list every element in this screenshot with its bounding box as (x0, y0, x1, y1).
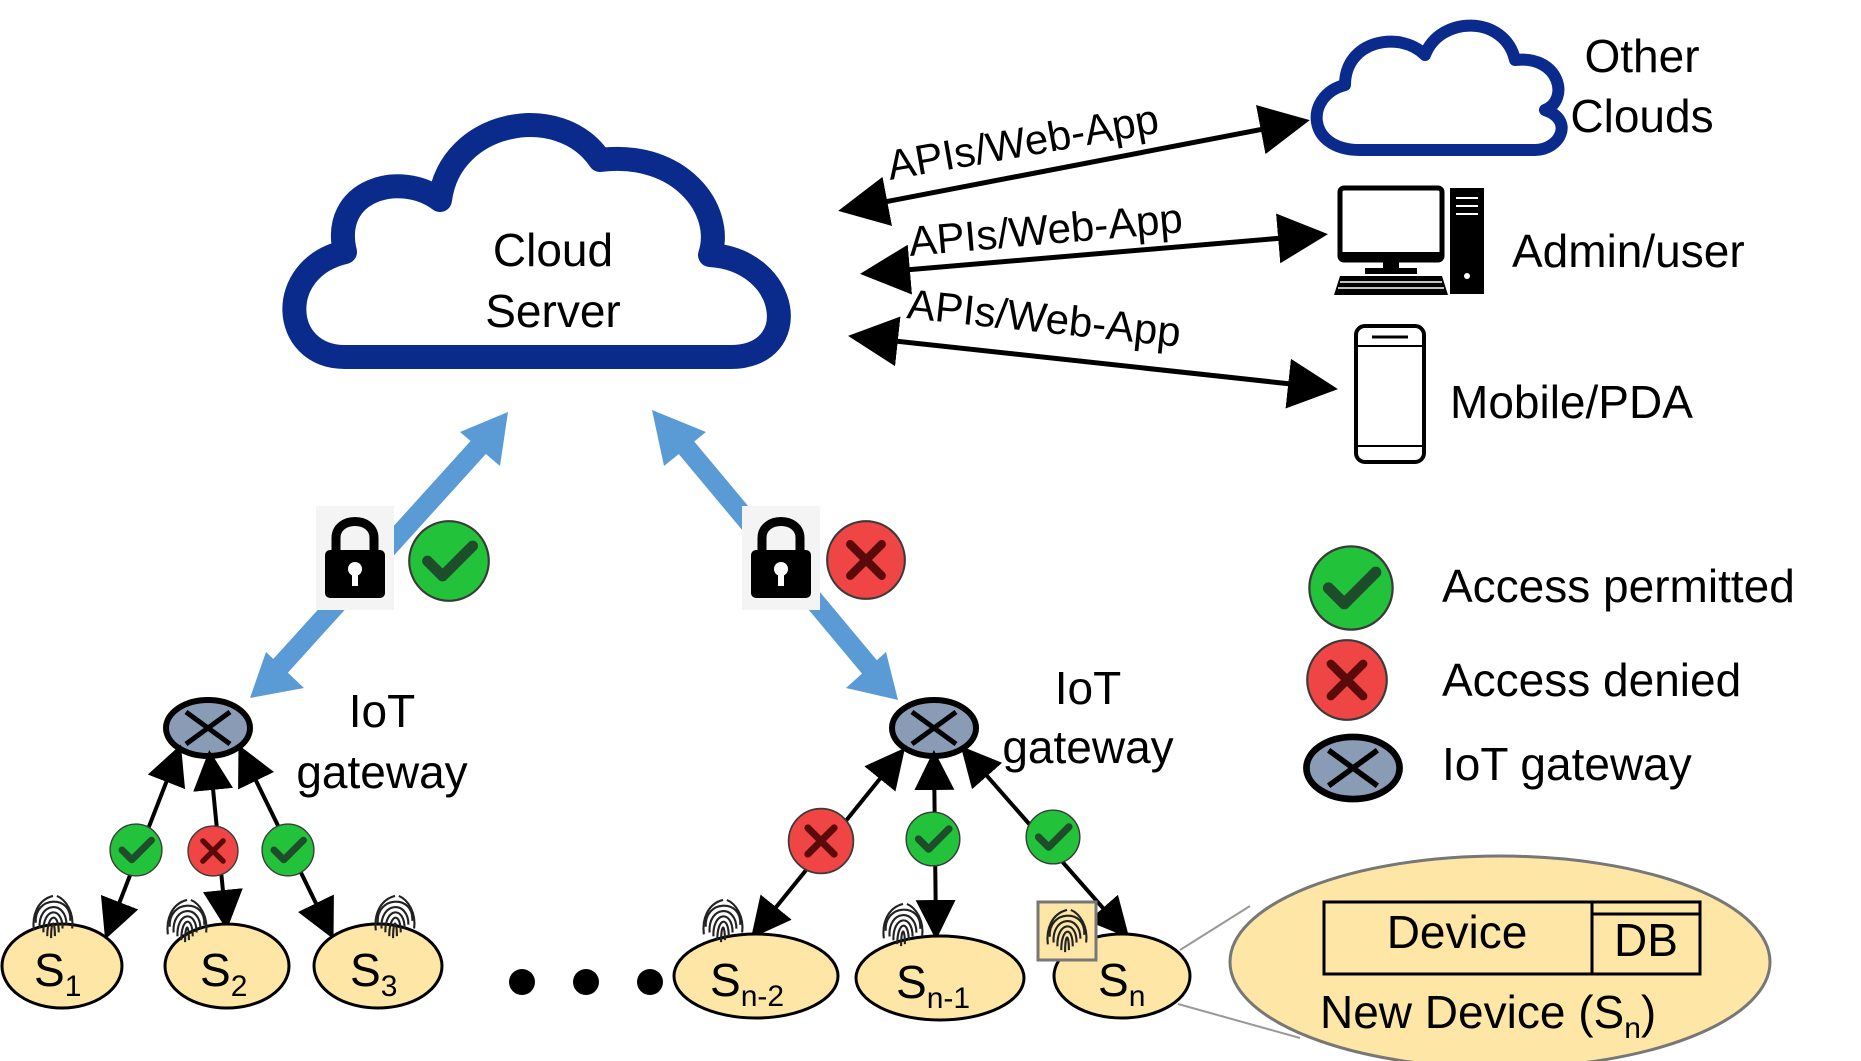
gateway-icon-right (892, 700, 976, 756)
legend-gateway-label: IoT gateway (1442, 738, 1692, 790)
svg-text:S1: S1 (34, 944, 81, 1003)
svg-text:Sn-2: Sn-2 (710, 954, 784, 1013)
cross-icon-right-link (827, 521, 905, 599)
legend-permitted-label: Access permitted (1442, 560, 1795, 612)
ellipsis-dot-2 (573, 969, 599, 995)
callout-line-bottom (1177, 1003, 1301, 1039)
sensor-sn-1: Sn-1 (854, 902, 1026, 1022)
sensor-sn1-sub: n-1 (927, 982, 970, 1015)
cross-icon-s2 (188, 826, 238, 876)
legend-denied-label: Access denied (1442, 654, 1741, 706)
check-icon-s3 (262, 824, 314, 876)
sensor-s1-sub: 1 (65, 970, 82, 1003)
legend-check-icon (1309, 546, 1392, 629)
new-device-caption-end: ) (1641, 986, 1656, 1038)
gateway-left-label-line2: gateway (296, 746, 467, 798)
admin-user-label: Admin/user (1512, 225, 1745, 277)
new-device-caption: New Device (S (1320, 986, 1624, 1038)
svg-text:Sn: Sn (1098, 954, 1145, 1013)
api-label-2: APIs/Web-App (907, 194, 1185, 265)
check-icon-sn1 (906, 812, 960, 866)
sensor-s1-base: S (34, 944, 65, 996)
svg-text:S2: S2 (200, 944, 247, 1003)
new-device-callout: Device DB New Device (Sn) (1228, 854, 1772, 1061)
mobile-phone-icon (1354, 324, 1426, 464)
cloud-server-label-line1: Cloud (493, 224, 613, 276)
gateway-icon-left (166, 700, 250, 756)
desktop-computer-icon (1334, 185, 1484, 295)
gateway-right-label-line1: IoT (1055, 662, 1121, 714)
sensor-sn2-sub: n-2 (741, 980, 784, 1013)
check-icon-left-link (409, 521, 489, 601)
other-clouds-label-line2: Clouds (1570, 90, 1713, 142)
sensor-sn-base: S (1098, 954, 1129, 1006)
ellipsis-dot-1 (509, 969, 535, 995)
sensor-s3-sub: 3 (381, 970, 398, 1003)
gateway-right-label-line2: gateway (1002, 721, 1173, 773)
sensor-sn1-base: S (896, 956, 927, 1008)
device-label: Device (1387, 906, 1528, 958)
sensor-s2-sub: 2 (231, 970, 248, 1003)
cloud-server-label-line2: Server (485, 285, 620, 337)
db-label: DB (1614, 914, 1678, 966)
cloud-server-icon (282, 113, 791, 369)
svg-text:S3: S3 (350, 944, 397, 1003)
api-arrow-mobile (848, 316, 1338, 409)
sensor-s2: S2 (163, 898, 291, 1010)
sensor-sn2-base: S (710, 954, 741, 1006)
cross-icon-sn2 (789, 809, 854, 874)
db-box (1590, 900, 1702, 976)
sensor-s2-base: S (200, 944, 231, 996)
ellipsis-dot-3 (637, 969, 663, 995)
other-clouds-label-line1: Other (1584, 30, 1699, 82)
api-arrow-other-clouds (838, 105, 1310, 226)
check-icon-sn (1026, 810, 1080, 864)
gateway-left-label-line1: IoT (349, 685, 415, 737)
callout-line-top (1179, 905, 1251, 951)
sensor-s3-base: S (350, 944, 381, 996)
other-clouds-icon (1310, 19, 1568, 156)
sensor-sn: Sn (1036, 900, 1192, 1020)
sensor-s1: S1 (0, 894, 124, 1010)
sensor-s3: S3 (312, 894, 444, 1010)
svg-text:Sn-1: Sn-1 (896, 956, 970, 1015)
check-icon-s1 (110, 824, 162, 876)
legend-gateway-icon (1306, 737, 1399, 799)
api-arrow-admin (860, 213, 1328, 295)
sensor-sn-sub: n (1129, 980, 1146, 1013)
mobile-pda-label: Mobile/PDA (1450, 376, 1693, 428)
legend-cross-icon (1307, 640, 1387, 720)
sensor-sn-2: Sn-2 (672, 898, 840, 1020)
new-device-caption-sub: n (1624, 1012, 1641, 1045)
svg-text:New Device (Sn): New Device (Sn) (1320, 986, 1656, 1045)
